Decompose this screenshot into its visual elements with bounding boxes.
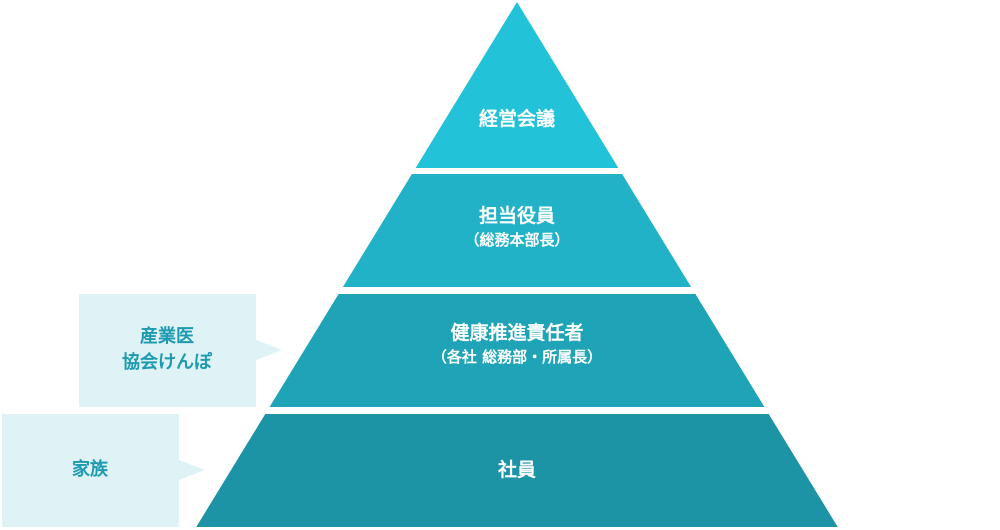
callout-family: 家族 [72, 457, 108, 483]
tier-1-label: 経営会議 [479, 106, 555, 132]
pyramid-tier-3 [269, 294, 765, 407]
tier-2-label: 担当役員 （総務本部長） [464, 203, 569, 251]
tier-4-label: 社員 [498, 457, 536, 483]
tier-4-title: 社員 [497, 459, 537, 481]
tier-3-title: 健康推進責任者 [450, 322, 584, 344]
pyramid-tier-1 [415, 2, 619, 168]
pyramid-tier-4 [196, 414, 838, 527]
callout-2-line-1: 家族 [72, 459, 108, 480]
callout-occupational-doctor: 産業医 協会けんぽ [122, 324, 212, 376]
callout-1-line-2: 協会けんぽ [122, 352, 212, 373]
callout-shape-family [2, 414, 205, 527]
callout-1-line-1: 産業医 [140, 326, 194, 347]
tier-3-label: 健康推進責任者 （各社 総務部・所属長） [432, 320, 602, 368]
tier-2-subtitle: （総務本部長） [464, 231, 570, 249]
tier-1-title: 経営会議 [478, 108, 556, 130]
tier-3-subtitle: （各社 総務部・所属長） [431, 348, 603, 366]
tier-2-title: 担当役員 [478, 205, 556, 227]
pyramid-tier-2 [342, 174, 692, 287]
callout-shape-occupational-doctor [79, 294, 282, 407]
